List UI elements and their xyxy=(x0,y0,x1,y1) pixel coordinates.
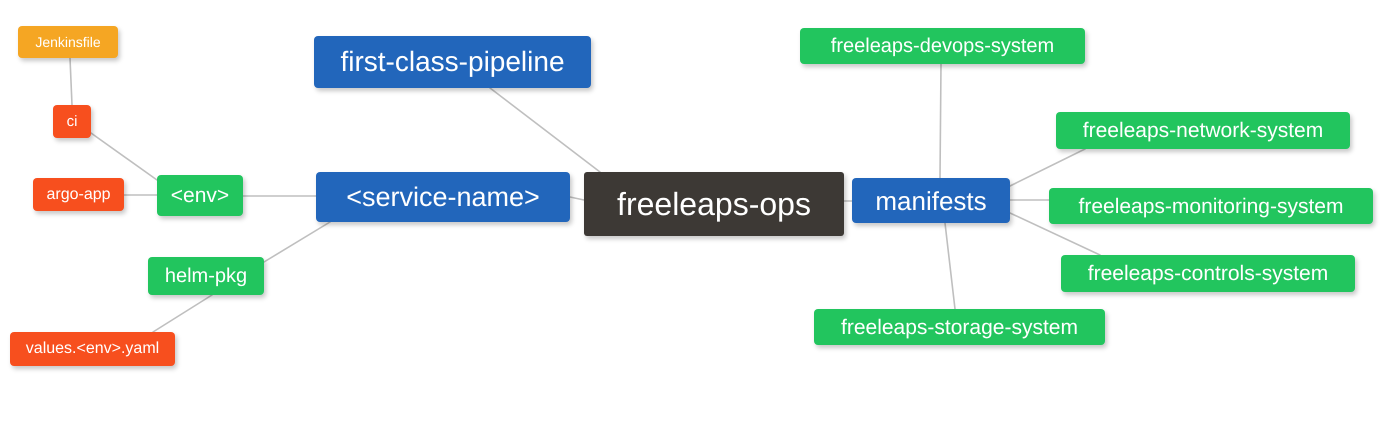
edge-ci-to-env xyxy=(90,132,158,181)
node-env[interactable]: <env> xyxy=(157,175,243,216)
edge-service-name-to-freeleaps-ops xyxy=(569,196,585,201)
node-manifests[interactable]: manifests xyxy=(852,178,1010,223)
node-freeleaps-ops[interactable]: freeleaps-ops xyxy=(584,172,844,236)
edge-jenkinsfile-to-ci xyxy=(69,57,73,106)
node-argo-app[interactable]: argo-app xyxy=(33,178,124,211)
node-helm-pkg[interactable]: helm-pkg xyxy=(148,257,264,295)
edge-values-yaml-to-helm-pkg xyxy=(152,294,213,333)
node-freeleaps-monitoring-system[interactable]: freeleaps-monitoring-system xyxy=(1049,188,1373,224)
node-freeleaps-devops-system[interactable]: freeleaps-devops-system xyxy=(800,28,1085,64)
edge-helm-pkg-to-service-name xyxy=(263,221,331,263)
edge-first-class-pipeline-to-freeleaps-ops xyxy=(489,87,601,173)
node-values-yaml[interactable]: values.<env>.yaml xyxy=(10,332,175,366)
edge-manifests-to-freeleaps-network-system xyxy=(1009,148,1086,187)
node-freeleaps-controls-system[interactable]: freeleaps-controls-system xyxy=(1061,255,1355,292)
node-freeleaps-network-system[interactable]: freeleaps-network-system xyxy=(1056,112,1350,149)
node-freeleaps-storage-system[interactable]: freeleaps-storage-system xyxy=(814,309,1105,345)
node-first-class-pipeline[interactable]: first-class-pipeline xyxy=(314,36,591,88)
node-ci[interactable]: ci xyxy=(53,105,91,138)
edge-manifests-to-freeleaps-devops-system xyxy=(939,63,942,179)
node-jenkinsfile[interactable]: Jenkinsfile xyxy=(18,26,118,58)
node-service-name[interactable]: <service-name> xyxy=(316,172,570,222)
edge-manifests-to-freeleaps-storage-system xyxy=(944,222,956,310)
